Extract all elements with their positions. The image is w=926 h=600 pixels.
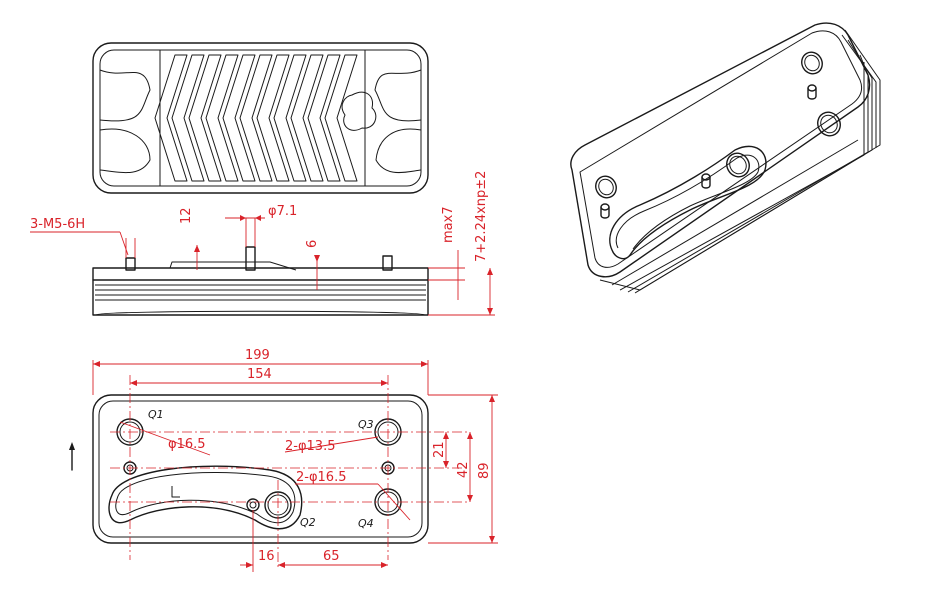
port-pitch-y-label: 42 — [456, 461, 471, 478]
stud-pitch-x-label: 65 — [323, 549, 340, 564]
side-view-dimensions: 3-M5-6H 12 φ7.1 6 max7 7+2.24xnp±2 — [30, 171, 495, 316]
port-diameter-q4-label: 2-φ16.5 — [296, 470, 346, 485]
chevron-groove — [239, 54, 273, 182]
thread-label: 3-M5-6H — [30, 217, 85, 232]
port-q3-label: Q3 — [358, 418, 374, 431]
plate-face-view — [92, 42, 429, 194]
chevron-groove — [205, 54, 239, 182]
chevron-groove — [188, 54, 222, 182]
offset-label: 6 — [305, 240, 320, 248]
front-view: Q1 Q2 Q3 Q4 — [92, 394, 429, 544]
chevron-groove — [171, 54, 205, 182]
small-offset-y-label: 21 — [432, 441, 447, 458]
port-pitch-x-label: 154 — [247, 367, 272, 382]
stack-formula-label: 7+2.24xnp±2 — [474, 171, 489, 262]
port-q1-label: Q1 — [148, 408, 164, 421]
chevron-pattern — [154, 54, 358, 182]
chevron-groove — [273, 54, 307, 182]
stud-height-label: 12 — [179, 207, 194, 224]
port-diameter-q3-label: 2-φ13.5 — [285, 439, 335, 454]
port-q4-label: Q4 — [358, 517, 374, 530]
max-label: max7 — [441, 206, 456, 243]
stud-diameter-label: φ7.1 — [268, 204, 297, 219]
side-view — [92, 246, 429, 316]
stud-offset-x-label: 16 — [258, 549, 275, 564]
chevron-groove — [307, 54, 341, 182]
port-diameter-large-label: φ16.5 — [168, 437, 206, 452]
chevron-groove — [222, 54, 256, 182]
overall-width-label: 89 — [477, 462, 492, 479]
port-q2-label: Q2 — [300, 516, 316, 529]
chevron-groove — [290, 54, 324, 182]
chevron-groove — [256, 54, 290, 182]
chevron-groove — [154, 54, 188, 182]
front-view-dimensions: 199 154 φ16.5 2-φ13.5 2-φ16.5 21 42 89 1… — [69, 348, 498, 572]
chevron-groove — [324, 54, 358, 182]
isometric-view — [570, 22, 881, 294]
overall-length-label: 199 — [245, 348, 270, 363]
